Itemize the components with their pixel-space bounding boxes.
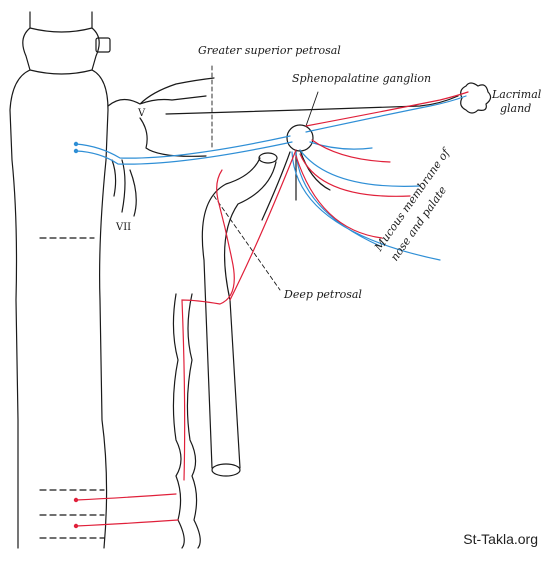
label-deep-petrosal: Deep petrosal (284, 288, 362, 301)
carotid-tube (201, 157, 277, 469)
midbrain-boundary (29, 27, 93, 75)
leader-deep-petrosal (213, 195, 281, 291)
zygomatic-branch (299, 95, 459, 111)
preganglionic-sympathetic (75, 493, 177, 501)
carotid-top-opening (258, 152, 278, 164)
ascending-sympathetic (181, 169, 235, 481)
nerve-stub (95, 37, 111, 53)
sympathetic-trunk-right (186, 293, 201, 549)
trigeminal-ganglion (107, 77, 301, 157)
label-lacrimal-line2: gland (500, 102, 532, 115)
lacrimal-gland (460, 82, 492, 114)
brainstem-outline (9, 11, 31, 549)
label-nerve-v: V (138, 108, 146, 119)
sympathetic-to-mucosa (295, 139, 411, 239)
fiber-origin-dot (73, 148, 79, 154)
sympathetic-to-lacrimal (305, 91, 469, 127)
label-nerve-vii: VII (116, 222, 132, 233)
preganglionic-sympathetic (75, 519, 179, 527)
fiber-origin-dot (73, 141, 79, 147)
postganglionic-to-mucosa (291, 141, 441, 261)
facial-nerve (111, 159, 137, 217)
preganglionic-fiber (75, 141, 293, 165)
label-lacrimal-line1: Lacrimal (492, 88, 542, 101)
preganglionic-fiber (75, 135, 291, 159)
sympathetic-trunk (172, 293, 185, 549)
watermark: St-Takla.org (463, 531, 538, 547)
brainstem-outline-right (91, 11, 109, 549)
fiber-origin-dot (73, 523, 79, 529)
carotid-bottom-opening (211, 463, 241, 477)
postganglionic-to-lacrimal (305, 95, 467, 133)
label-sphenopalatine-ganglion: Sphenopalatine ganglion (292, 72, 432, 85)
fiber-origin-dot (73, 497, 79, 503)
sphenopalatine-ganglion-node (286, 124, 314, 152)
deep-petrosal-fiber (229, 149, 297, 301)
label-greater-superior-petrosal: Greater superior petrosal (198, 44, 341, 57)
